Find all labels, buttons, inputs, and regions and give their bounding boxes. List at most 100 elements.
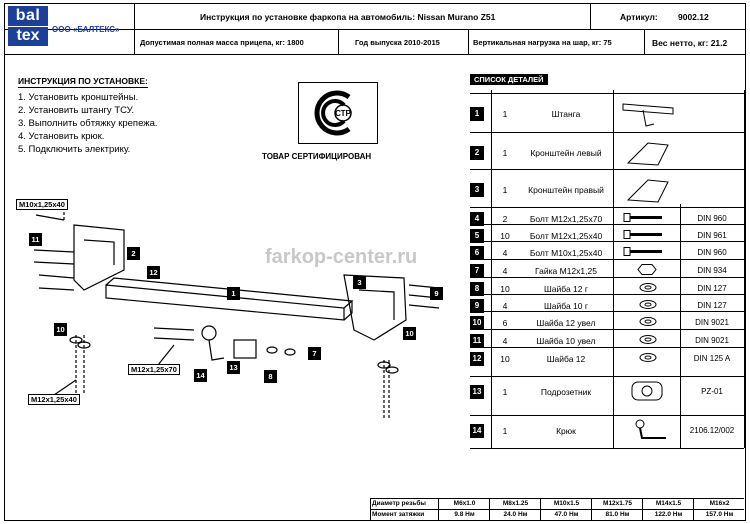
production-years: Год выпуска 2010-2015 (355, 38, 440, 47)
header-vline-4 (468, 29, 469, 54)
thread-size: M12x1.75 (603, 500, 632, 507)
parts-vline (491, 90, 492, 448)
part-quantity: 6 (502, 318, 508, 328)
part-name: Шайба 12 (546, 354, 586, 364)
parts-row-divider (470, 376, 744, 377)
thread-size: M10x1.5 (553, 500, 580, 507)
certificate-text: ТОВАР СЕРТИФИЦИРОВАН (262, 152, 372, 161)
thread-size: M14x1.5 (655, 500, 682, 507)
parts-row-divider (470, 415, 744, 416)
part-number: 6 (470, 246, 484, 260)
net-weight: Вес нетто, кг: 21.2 (652, 38, 728, 48)
part-quantity: 10 (500, 284, 510, 294)
part-number: 10 (470, 316, 484, 330)
article-label: Артикул: (620, 12, 658, 22)
instruction-step: 2. Установить штангу ТСУ. (18, 105, 135, 116)
diagram-callout: 14 (194, 369, 207, 382)
diagram-callout: 7 (308, 347, 321, 360)
hitch-ball-shape (201, 325, 217, 341)
drawing-frame (4, 3, 746, 521)
part-quantity: 1 (502, 109, 508, 119)
instructions-list: 1. Установить кронштейны. 2. Установить … (18, 91, 158, 156)
part-standard: DIN 934 (697, 266, 727, 275)
part-name: Кронштейн правый (528, 185, 604, 195)
part-standard: DIN 960 (697, 214, 727, 223)
part-quantity: 10 (500, 354, 510, 364)
company-name: ООО «БАЛТЕКС» (52, 25, 120, 34)
part-number: 14 (470, 424, 484, 438)
thread-size: M16x2 (709, 500, 730, 507)
article-value: 9002.12 (678, 12, 709, 22)
header-vline-3 (338, 29, 339, 54)
baltex-logo: bal tex (8, 6, 48, 46)
part-number: 1 (470, 107, 484, 121)
part-number: 7 (470, 264, 484, 278)
header-bottom-line (4, 54, 746, 55)
logo-line2: tex (8, 27, 48, 46)
part-sketch-icon (639, 317, 657, 326)
part-number: 11 (470, 334, 484, 348)
part-number: 2 (470, 146, 484, 160)
diagram-callout: 1 (227, 287, 240, 300)
diagram-callout: 12 (147, 266, 160, 279)
vertical-load: Вертикальная нагрузка на шар, кг: 75 (473, 38, 612, 47)
parts-row-divider (470, 259, 744, 260)
part-standard: DIN 125 A (693, 354, 731, 363)
part-number: 12 (470, 352, 484, 366)
header-vline-2 (590, 3, 591, 29)
part-standard: DIN 960 (697, 248, 727, 257)
diagram-callout: 13 (227, 361, 240, 374)
socket-plate-shape (233, 339, 257, 359)
tightening-torque: 9.8 Нм (454, 511, 475, 518)
part-name: Шайба 10 г (544, 301, 588, 311)
diagram-callout: 3 (353, 276, 366, 289)
torque-divider (642, 498, 643, 520)
parts-row-divider (470, 241, 744, 242)
header-vline-1 (134, 3, 135, 54)
part-quantity: 1 (502, 148, 508, 158)
part-quantity: 4 (502, 336, 508, 346)
part-quantity: 1 (502, 387, 508, 397)
assembly-diagram (33, 200, 440, 420)
part-name: Шайба 12 г (544, 284, 588, 294)
parts-row-divider (470, 294, 744, 295)
bolt-label: M12x1,25x70 (128, 364, 180, 375)
parts-row-divider (470, 347, 744, 348)
instructions-title: ИНСТРУКЦИЯ ПО УСТАНОВКЕ: (18, 76, 148, 88)
part-sketch-icon (626, 142, 669, 166)
part-name: Штанга (551, 109, 581, 119)
tow-bar-shape (105, 284, 345, 321)
tightening-torque: 81.0 Нм (605, 511, 630, 518)
part-sketch-icon (639, 335, 657, 344)
diagram-callout: 2 (127, 247, 140, 260)
parts-row: 12 10 Шайба 12 DIN 125 A (470, 347, 744, 367)
tightening-torque: 24.0 Нм (503, 511, 528, 518)
torque-divider (540, 498, 541, 520)
tightening-torque: 122.0 Нм (654, 511, 683, 518)
tightening-torque: 157.0 Нм (705, 511, 734, 518)
part-standard: DIN 9021 (695, 336, 729, 345)
header-divider (4, 29, 746, 30)
part-quantity: 1 (502, 185, 508, 195)
part-sketch-icon (622, 103, 674, 127)
part-sketch-icon (623, 247, 662, 256)
part-standard: DIN 961 (697, 231, 727, 240)
diagram-callout: 11 (29, 233, 42, 246)
part-standard: DIN 127 (697, 301, 727, 310)
certification-mark-icon: СТР (314, 90, 352, 136)
diagram-callout: 9 (430, 287, 443, 300)
part-number: 13 (470, 385, 484, 399)
parts-row-divider (470, 132, 744, 133)
tightening-torque: 47.0 Нм (554, 511, 579, 518)
torque-row2-label: Момент затяжки (372, 511, 425, 518)
parts-row: 1 1 Штанга (470, 93, 744, 132)
diagram-callout: 8 (264, 370, 277, 383)
